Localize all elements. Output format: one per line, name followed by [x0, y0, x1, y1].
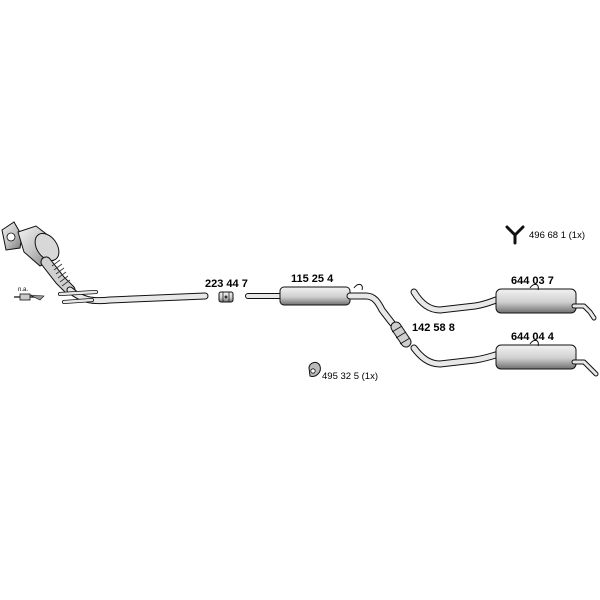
part-label-115254: 115 25 4 [291, 273, 334, 285]
flex-pipe [40, 256, 76, 296]
front-pipe [58, 286, 209, 305]
accessory-label-495325: 495 32 5 (1x) [322, 371, 378, 382]
part-label-142588: 142 58 8 [412, 322, 455, 334]
rear-silencer-2: 644 04 4 [410, 331, 599, 377]
lambda-sensor: n.a. [14, 287, 45, 301]
pipe-clamp-1: 223 44 7 [205, 278, 248, 303]
pipe-clamp-2: 142 58 8 [390, 321, 455, 348]
rear-silencer-1: 644 03 7 [410, 275, 597, 321]
part-label-644044: 644 04 4 [511, 331, 555, 343]
rubber-mount-icon [308, 361, 321, 377]
middle-silencer: 115 25 4 [245, 273, 396, 327]
part-label-223447: 223 44 7 [205, 278, 248, 290]
accessory-y-hanger: 496 68 1 (1x) [505, 225, 585, 245]
accessory-label-496681: 496 68 1 (1x) [529, 230, 585, 241]
catalytic-converter [1, 221, 76, 296]
part-label-644037: 644 03 7 [511, 275, 554, 287]
y-hanger-icon [505, 225, 525, 245]
sensor-note: n.a. [18, 287, 28, 293]
accessory-rubber-mount: 495 32 5 (1x) [308, 361, 378, 382]
